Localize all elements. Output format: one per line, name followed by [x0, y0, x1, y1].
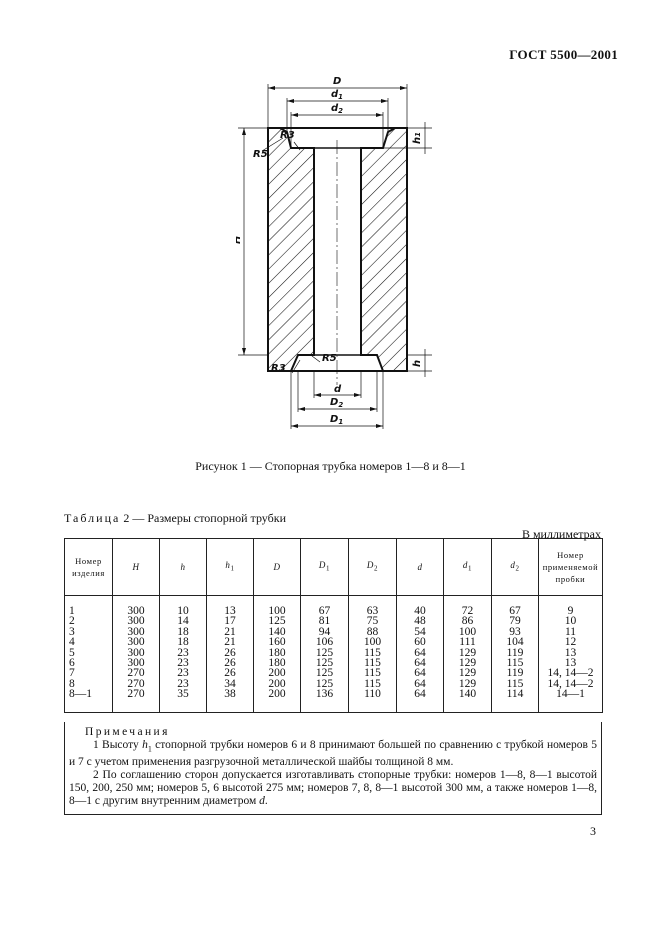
tube-wall-right — [360, 127, 408, 372]
page-number: 3 — [590, 824, 596, 838]
table-cell: 64 — [396, 688, 444, 700]
table-cell: 13 — [538, 657, 603, 669]
figure-caption: Рисунок 1 — Стопорная трубка номеров 1—8… — [195, 459, 466, 473]
column-header-7: d — [396, 538, 444, 596]
tube-wall-left — [267, 127, 315, 372]
label-h: h — [412, 360, 423, 367]
label-r3-bottom: R3 — [271, 363, 286, 374]
table-units: В миллиметрах — [521, 527, 601, 541]
label-D2: D2 — [330, 397, 343, 409]
table-cell: 11 — [538, 626, 603, 638]
table-cell: 270 — [112, 688, 160, 700]
table-cell: 14, 14—2 — [538, 667, 603, 679]
table-cell: 38 — [206, 688, 254, 700]
notes-title: Примечания — [85, 726, 170, 738]
label-d1: d1 — [331, 89, 343, 101]
table-title: Таблица 2 — Размеры стопорной трубки — [64, 511, 286, 525]
label-H: H — [236, 235, 243, 244]
column-header-6: D2 — [348, 538, 397, 596]
table-cell: 12 — [538, 636, 603, 648]
table-cell: 110 — [348, 688, 397, 700]
column-header-2: h — [159, 538, 207, 596]
note-2: 2 По соглашению сторон допускается изгот… — [69, 768, 597, 808]
table-cell: 10 — [538, 615, 603, 627]
label-D: D — [333, 76, 341, 87]
table-cell: 8—1 — [64, 688, 113, 700]
label-r3-top: R3 — [280, 130, 295, 141]
label-h1: h1 — [412, 132, 423, 144]
column-header-0: Номер изделия — [64, 538, 113, 596]
label-d: d — [334, 384, 342, 395]
column-header-1: H — [112, 538, 160, 596]
label-D1: D1 — [330, 414, 343, 426]
standard-header: ГОСТ 5500—2001 — [509, 47, 618, 62]
table-cell: 14, 14—2 — [538, 678, 603, 690]
table-cell: 140 — [443, 688, 492, 700]
table-notes: Примечания 1 Высоту h1 стопорной трубки … — [64, 722, 602, 815]
column-header-9: d2 — [491, 538, 539, 596]
column-header-3: h1 — [206, 538, 254, 596]
table-cell: 14—1 — [538, 688, 603, 700]
column-header-8: d1 — [443, 538, 492, 596]
label-d2: d2 — [331, 103, 343, 115]
column-header-4: D — [253, 538, 301, 596]
tube-drawing: D d1 d2 R3 R5 h1 H R5 R3 h d D2 D1 — [236, 76, 432, 429]
label-r5-bottom: R5 — [322, 353, 337, 364]
table-cell: 13 — [538, 647, 603, 659]
table-cell: 114 — [491, 688, 539, 700]
table-cell: 35 — [159, 688, 207, 700]
note-1: 1 Высоту h1 стопорной трубки номеров 6 и… — [69, 739, 597, 768]
table-cell: 200 — [253, 688, 301, 700]
column-header-5: D1 — [300, 538, 349, 596]
label-r5-top: R5 — [253, 149, 268, 160]
table-cell: 9 — [538, 605, 603, 617]
column-header-10: Номер применяемой пробки — [538, 538, 603, 596]
table-cell: 136 — [300, 688, 349, 700]
